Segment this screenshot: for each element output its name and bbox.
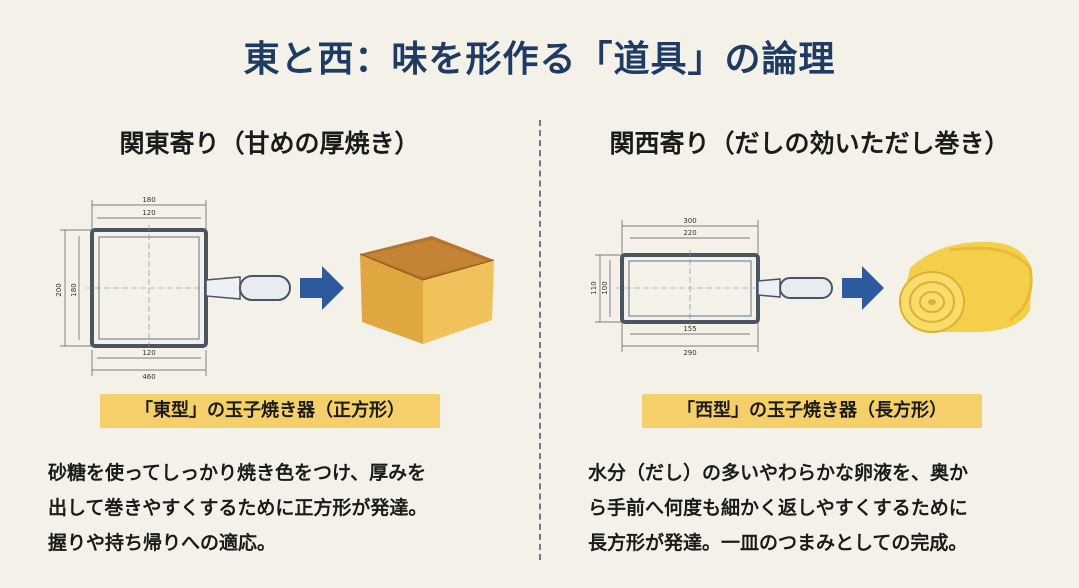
east-tamagoyaki-cube-icon <box>359 236 495 344</box>
east-dim-inner-width: 120 <box>142 209 155 217</box>
west-dim-outer-width: 300 <box>683 217 696 225</box>
west-arrow-icon <box>842 266 884 310</box>
east-arrow-icon <box>300 266 344 310</box>
west-diagram: 300 220 110 100 155 290 <box>590 217 1033 357</box>
east-dim-outer-width: 180 <box>142 196 155 204</box>
east-desc-line: 砂糖を使ってしっかり焼き色をつけ、厚みを <box>48 462 427 484</box>
east-desc-line: 握りや持ち帰りへの適応。 <box>48 532 277 554</box>
east-pan-label: 「東型」の玉子焼き器（正方形） <box>100 394 440 428</box>
west-dim-bottom-inner: 155 <box>683 325 696 333</box>
west-dashimaki-roll-icon <box>899 241 1033 333</box>
center-divider <box>539 120 541 560</box>
west-description: 水分（だし）の多いやわらかな卵液を、奥か ら手前へ何度も細かく返しやすくするため… <box>588 456 1068 561</box>
east-square-pan-icon <box>86 225 291 351</box>
page-title: 東と西：味を形作る「道具」の論理 <box>243 38 836 80</box>
east-diagram: 180 120 200 180 120 460 <box>55 196 495 380</box>
east-dimension-lines <box>60 200 207 376</box>
west-dim-height-outer: 110 <box>590 281 598 294</box>
east-description: 砂糖を使ってしっかり焼き色をつけ、厚みを 出して巻きやすくするために正方形が発達… <box>48 456 518 561</box>
east-dim-height-outer: 200 <box>55 283 63 296</box>
west-desc-line: 長方形が発達。一皿のつまみとしての完成。 <box>588 532 968 554</box>
east-dim-bottom-outer: 460 <box>142 373 155 380</box>
west-dim-inner-width: 220 <box>683 229 696 237</box>
west-dimension-lines <box>595 220 759 352</box>
east-desc-line: 出して巻きやすくするために正方形が発達。 <box>48 497 428 519</box>
west-dim-height-inner: 100 <box>601 281 609 294</box>
east-heading: 関東寄り（甘めの厚焼き） <box>119 129 420 158</box>
west-desc-line: ら手前へ何度も細かく返しやすくするために <box>588 497 968 519</box>
west-column: 関西寄り（だしの効いただし巻き） 300 220 110 100 155 290 <box>540 0 1079 588</box>
west-desc-line: 水分（だし）の多いやわらかな卵液を、奥か <box>588 462 969 484</box>
west-heading: 関西寄り（だしの効いただし巻き） <box>609 129 1010 158</box>
east-dim-height-inner: 180 <box>70 283 78 296</box>
east-dim-bottom-inner: 120 <box>142 349 155 357</box>
west-pan-label: 「西型」の玉子焼き器（長方形） <box>642 394 982 428</box>
west-dim-bottom-outer: 290 <box>683 349 696 357</box>
east-column: 関東寄り（甘めの厚焼き） 180 120 200 180 120 460 <box>0 0 539 588</box>
west-rectangular-pan-icon <box>616 250 833 327</box>
